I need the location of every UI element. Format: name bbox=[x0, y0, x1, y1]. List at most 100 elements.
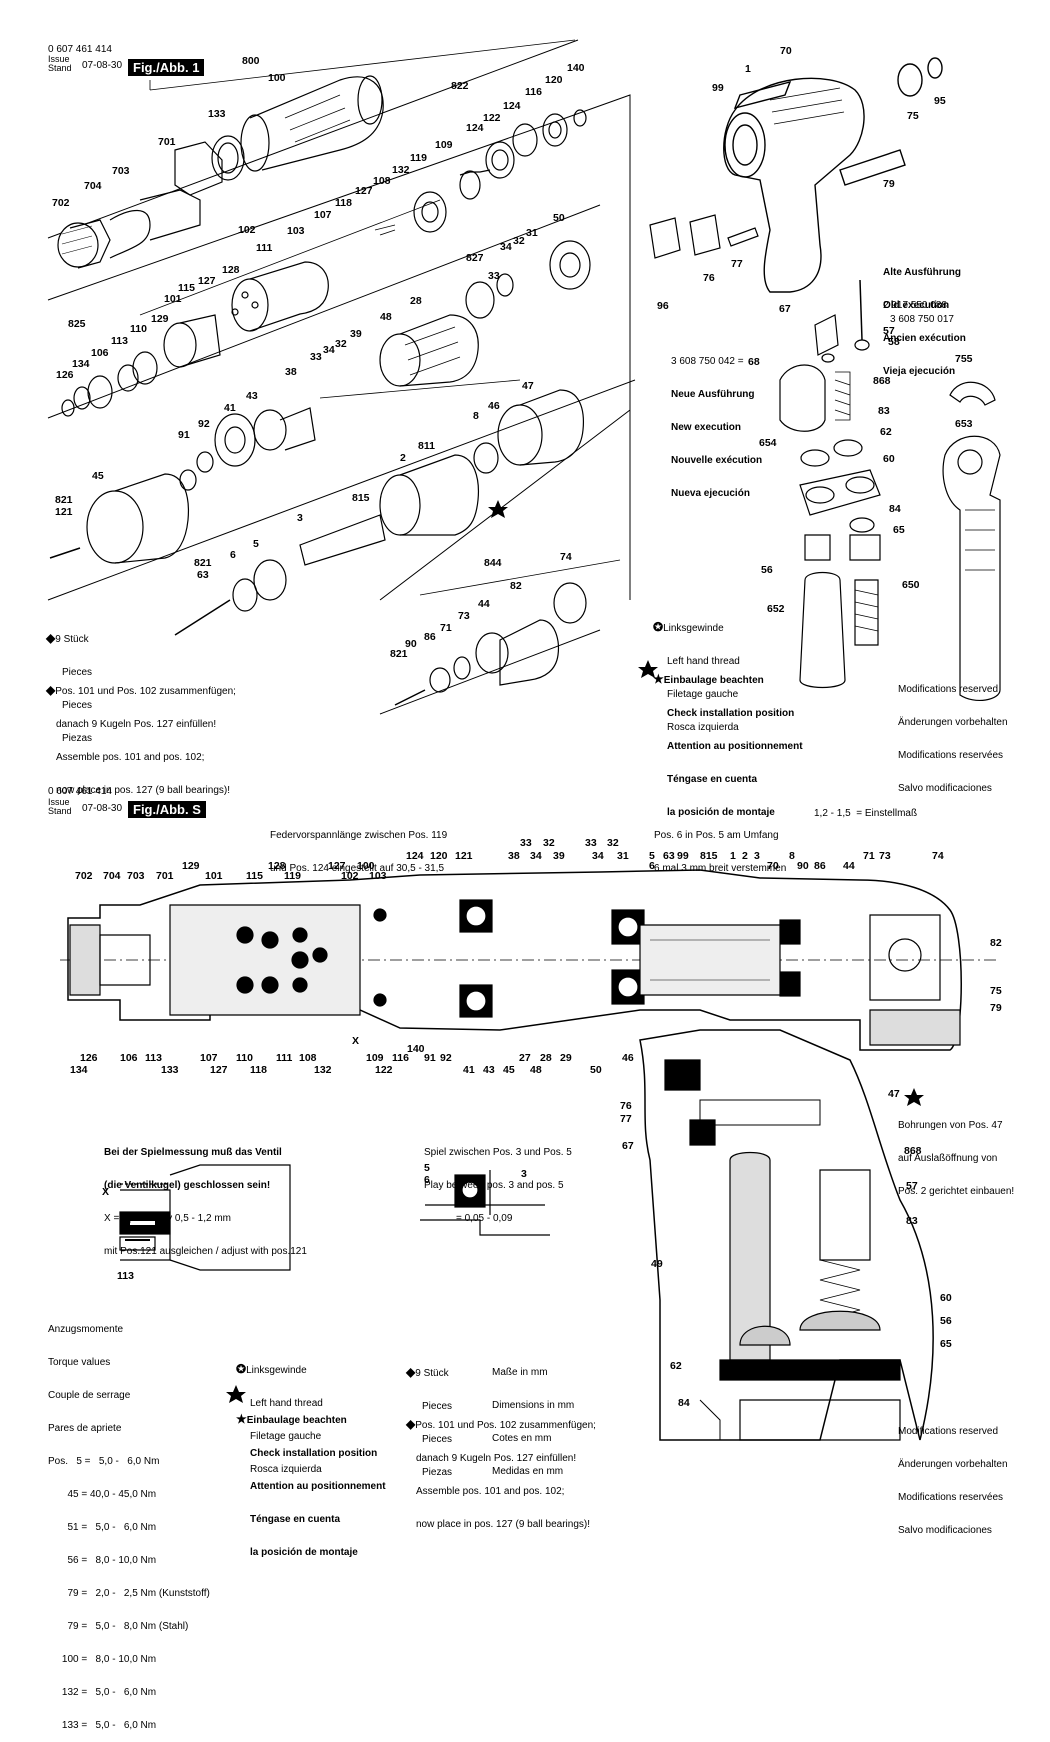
inlet-valve bbox=[394, 582, 587, 706]
assembly-note-bottom: ◆Pos. 101 und Pos. 102 zusammenfügen; da… bbox=[406, 1417, 596, 1530]
bohrungen-note: Bohrungen von Pos. 47 auf Auslaßöffnung … bbox=[898, 1120, 1015, 1197]
top-part-label: 73 bbox=[458, 610, 470, 622]
bottom-part-label: 63 bbox=[663, 850, 675, 862]
top-part-label: 650 bbox=[902, 579, 920, 591]
torque-row: 132 = 5,0 - 6,0 Nm bbox=[48, 1687, 157, 1698]
top-part-label: 128 bbox=[222, 264, 240, 276]
top-part-label: 755 bbox=[955, 353, 973, 365]
top-part-label: 653 bbox=[955, 418, 973, 430]
bottom-part-label: 62 bbox=[670, 1360, 682, 1372]
top-part-label: 47 bbox=[522, 380, 534, 392]
top-part-label: 82 bbox=[510, 580, 522, 592]
pistol-grip-body bbox=[723, 57, 943, 293]
top-part-label: 74 bbox=[560, 551, 572, 563]
top-part-label: 96 bbox=[657, 300, 669, 312]
top-part-label: 86 bbox=[424, 631, 436, 643]
bottom-part-label: 65 bbox=[940, 1338, 952, 1350]
bottom-part-label: 5 bbox=[424, 1162, 430, 1174]
bottom-part-label: 33 bbox=[585, 837, 597, 849]
top-part-label: 821 bbox=[194, 557, 212, 569]
bottom-part-label: 129 bbox=[182, 860, 200, 872]
top-part-label: 63 bbox=[197, 569, 209, 581]
bottom-part-label: 49 bbox=[651, 1258, 663, 1270]
torque-row: Pos. 5 = 5,0 - 6,0 Nm bbox=[48, 1456, 160, 1467]
bottom-part-label: 57 bbox=[906, 1180, 918, 1192]
top-part-label: 134 bbox=[72, 358, 90, 370]
bottom-part-label: 82 bbox=[990, 937, 1002, 949]
section-view bbox=[60, 869, 1000, 1441]
top-part-label: 800 bbox=[242, 55, 260, 67]
top-part-label: 119 bbox=[410, 152, 427, 164]
top-part-label: 57 bbox=[883, 325, 895, 337]
top-part-label: 140 bbox=[567, 62, 585, 74]
bottom-part-label: 6 bbox=[424, 1174, 430, 1186]
spiel-detail bbox=[420, 1170, 550, 1236]
motor-housing bbox=[49, 473, 189, 564]
top-part-label: 56 bbox=[761, 564, 773, 576]
top-part-label: 60 bbox=[883, 453, 895, 465]
modifications-bottom: Modifications reserved Änderungen vorbeh… bbox=[898, 1426, 1008, 1536]
bottom-part-label: 127 bbox=[210, 1064, 228, 1076]
bottom-part-label: 6 bbox=[649, 860, 655, 872]
rings-top-axis bbox=[374, 109, 587, 236]
top-part-label: 90 bbox=[405, 638, 417, 650]
bottom-part-label: 815 bbox=[700, 850, 718, 862]
bottom-part-label: 102 bbox=[341, 870, 359, 882]
top-part-label: 102 bbox=[238, 224, 256, 236]
top-part-label: 124 bbox=[466, 122, 484, 134]
torque-row: 45 = 40,0 - 45,0 Nm bbox=[48, 1489, 157, 1500]
bottom-part-label: 73 bbox=[879, 850, 891, 862]
bottom-part-label: 39 bbox=[553, 850, 565, 862]
torque-row: 133 = 5,0 - 6,0 Nm bbox=[48, 1720, 157, 1731]
top-part-label: 126 bbox=[56, 369, 74, 381]
masse-note: Maße in mm Dimensions in mm Cotes en mm … bbox=[492, 1367, 575, 1477]
bottom-part-label: 29 bbox=[560, 1052, 572, 1064]
top-part-label: 703 bbox=[112, 165, 130, 177]
bottom-part-label: 115 bbox=[246, 870, 263, 882]
top-part-label: 133 bbox=[208, 108, 226, 120]
bottom-part-label: 110 bbox=[236, 1052, 253, 1064]
fig-s-title: Fig./Abb. S bbox=[128, 801, 206, 818]
top-part-label: 821 bbox=[55, 494, 73, 506]
top-part-label: 8 bbox=[473, 410, 479, 422]
bottom-part-label: 76 bbox=[620, 1100, 632, 1112]
top-part-label: 33 bbox=[310, 351, 322, 363]
star-icon: ★ bbox=[236, 1412, 247, 1426]
top-part-label: 75 bbox=[907, 110, 919, 122]
bottom-part-label: 101 bbox=[205, 870, 223, 882]
rotor-cylinder bbox=[174, 454, 479, 636]
bottom-part-label: 47 bbox=[888, 1088, 900, 1100]
top-part-label: 39 bbox=[350, 328, 362, 340]
bottom-part-label: 79 bbox=[990, 1002, 1002, 1014]
bottom-part-label: 71 bbox=[863, 850, 875, 862]
top-part-label: 41 bbox=[224, 402, 236, 414]
top-part-label: 116 bbox=[525, 86, 542, 98]
bottom-part-label: 33 bbox=[520, 837, 532, 849]
top-part-label: 38 bbox=[285, 366, 297, 378]
torque-row: 79 = 5,0 - 8,0 Nm (Stahl) bbox=[48, 1621, 189, 1632]
bottom-part-label: 2 bbox=[742, 850, 748, 862]
housing-sleeve bbox=[240, 75, 384, 172]
top-part-label: 65 bbox=[893, 524, 905, 536]
bottom-part-label: X bbox=[352, 1035, 360, 1047]
top-part-label: 91 bbox=[178, 429, 190, 441]
top-part-label: 827 bbox=[466, 252, 484, 264]
top-part-label: 101 bbox=[164, 293, 182, 305]
top-part-label: 83 bbox=[878, 405, 890, 417]
top-part-label: 110 bbox=[130, 323, 147, 335]
bottom-part-label: 109 bbox=[366, 1052, 384, 1064]
bottom-part-label: 74 bbox=[932, 850, 944, 862]
exploded-parts-drawing bbox=[47, 39, 1001, 1441]
doc-number-top: 0 607 461 414 bbox=[48, 44, 112, 55]
top-part-label: 132 bbox=[392, 164, 410, 176]
top-part-label: 48 bbox=[380, 311, 392, 323]
top-part-label: 34 bbox=[500, 241, 512, 253]
top-part-label: 3 bbox=[297, 512, 303, 524]
top-part-label: 71 bbox=[440, 622, 452, 634]
federvorspann-note: Federvorspannlänge zwischen Pos. 119 und… bbox=[270, 830, 448, 874]
top-part-label: 46 bbox=[488, 400, 500, 412]
top-part-label: 822 bbox=[451, 80, 469, 92]
linksgewinde-top: ✪Linksgewinde Left hand thread Filetage … bbox=[653, 620, 740, 733]
bottom-part-label: 107 bbox=[200, 1052, 218, 1064]
